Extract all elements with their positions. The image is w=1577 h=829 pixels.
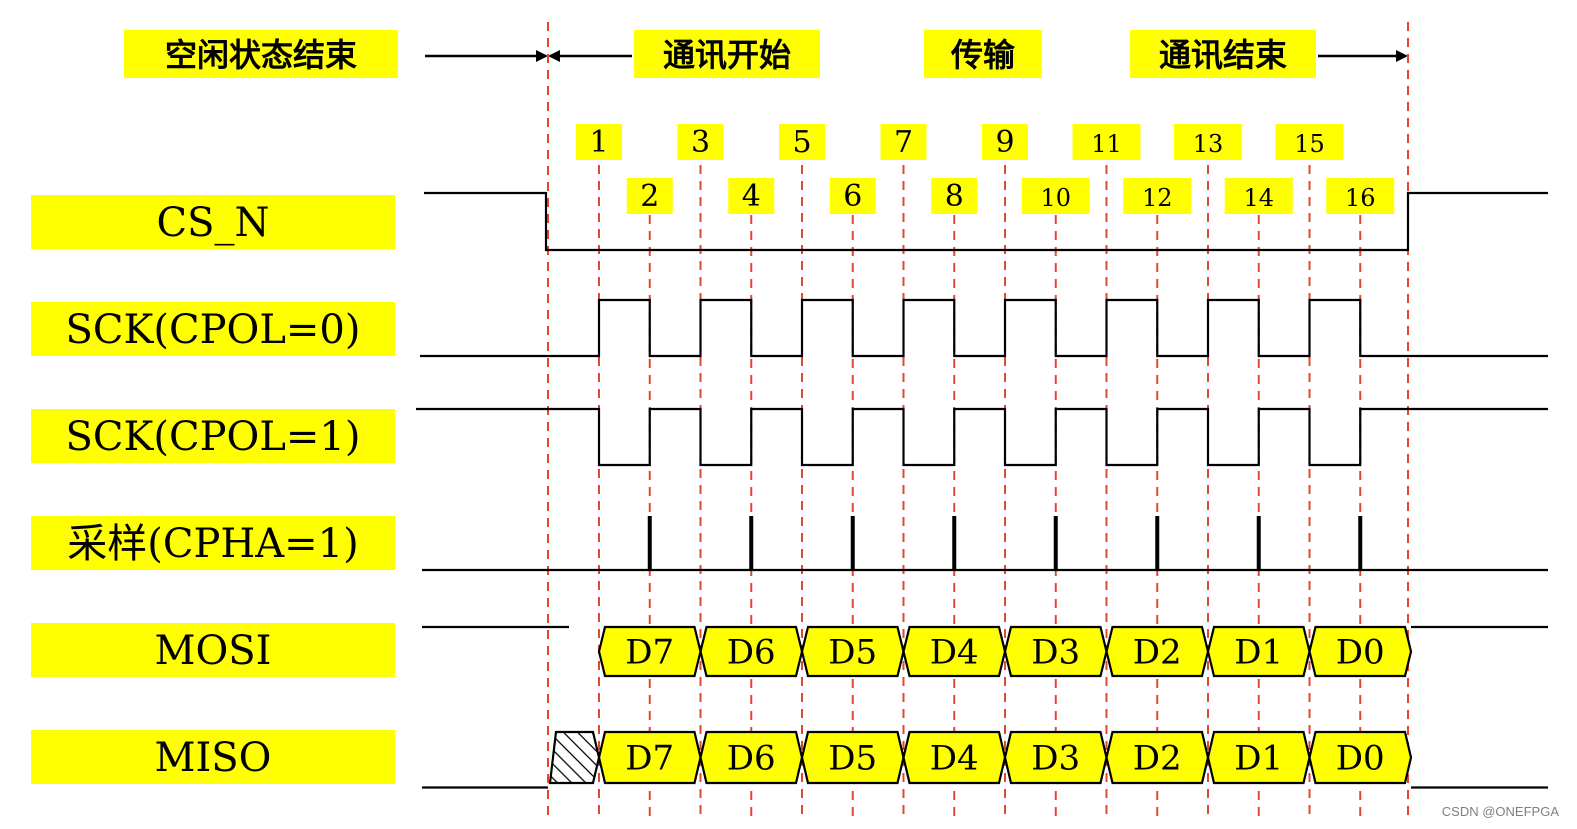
mosi-bit-label: D5 xyxy=(828,633,877,673)
edge-label-1: 1 xyxy=(589,125,608,160)
sck-cpol1-waveform xyxy=(416,407,1548,467)
miso-label-bg xyxy=(31,730,395,784)
edge-label-4: 4 xyxy=(742,179,761,214)
mosi-bit-label: D2 xyxy=(1133,633,1182,673)
miso-bit-label: D4 xyxy=(930,739,979,779)
edge-label-10: 10 xyxy=(1040,184,1071,212)
mosi-bit-label: D3 xyxy=(1031,633,1080,673)
sck-cpol0-waveform xyxy=(420,298,1548,358)
transfer-label: 传输 xyxy=(950,36,1016,74)
miso-bit-label: D2 xyxy=(1133,739,1182,779)
edge-label-bg-10 xyxy=(1021,178,1090,214)
sample-label-bg xyxy=(31,516,395,570)
miso-bit-label: D3 xyxy=(1031,739,1080,779)
guide-lines xyxy=(547,22,1409,820)
comm-start-label: 通讯开始 xyxy=(663,36,791,74)
edge-label-bg-3 xyxy=(677,124,724,160)
sample-label: 采样(CPHA=1) xyxy=(67,521,358,567)
edge-label-5: 5 xyxy=(792,125,811,160)
miso-bit-label: D0 xyxy=(1336,739,1385,779)
mosi-bit-label: D7 xyxy=(625,633,674,673)
comm-start-label-bg xyxy=(634,30,820,78)
edge-label-bg-16 xyxy=(1326,178,1395,214)
edge-label-8: 8 xyxy=(945,179,964,214)
edge-label-bg-2 xyxy=(626,178,673,214)
sck-cpol0-label: SCK(CPOL=0) xyxy=(66,307,361,353)
miso-bit-label: D6 xyxy=(727,739,776,779)
miso-label: MISO xyxy=(155,735,272,781)
comm-end-label: 通讯结束 xyxy=(1159,36,1287,74)
mosi-bit-label: D0 xyxy=(1336,633,1385,673)
mosi-bus: D7 D6 D5 D4 D3 D2 D1 D0 xyxy=(422,625,1548,678)
edge-label-bg-15 xyxy=(1275,124,1344,160)
edge-label-11: 11 xyxy=(1091,130,1122,158)
edge-label-bg-12 xyxy=(1123,178,1192,214)
watermark: CSDN @ONEFPGA xyxy=(1441,804,1559,819)
signal-labels: CS_N SCK(CPOL=0) SCK(CPOL=1) 采样(CPHA=1) … xyxy=(31,195,395,784)
edge-label-bg-7 xyxy=(880,124,927,160)
mosi-label-bg xyxy=(31,623,395,677)
edge-label-13: 13 xyxy=(1193,130,1224,158)
cs-n-label-bg xyxy=(31,195,395,249)
edge-label-bg-11 xyxy=(1072,124,1141,160)
edge-label-12: 12 xyxy=(1142,184,1173,212)
edge-label-16: 16 xyxy=(1345,184,1376,212)
edge-label-bg-1 xyxy=(576,124,622,160)
miso-bit-label: D1 xyxy=(1234,739,1283,779)
edge-label-bg-4 xyxy=(728,178,775,214)
edge-label-3: 3 xyxy=(691,125,710,160)
edge-label-7: 7 xyxy=(894,125,913,160)
miso-undefined-region xyxy=(548,730,601,785)
edge-label-bg-9 xyxy=(982,124,1028,160)
idle-end-label-bg xyxy=(124,30,398,78)
comm-end-label-bg xyxy=(1130,30,1316,78)
cs-n-label: CS_N xyxy=(156,200,269,246)
miso-bit-label: D7 xyxy=(625,739,674,779)
sck-cpol1-label: SCK(CPOL=1) xyxy=(66,414,361,460)
edge-label-14: 14 xyxy=(1243,184,1274,212)
edge-label-2: 2 xyxy=(640,179,659,214)
edge-label-bg-8 xyxy=(931,178,978,214)
edge-label-bg-5 xyxy=(779,124,825,160)
edge-label-bg-6 xyxy=(829,178,876,214)
mosi-bit-label: D4 xyxy=(930,633,979,673)
mosi-cell-7 xyxy=(1308,625,1413,678)
mosi-bit-label: D1 xyxy=(1234,633,1283,673)
edge-label-15: 15 xyxy=(1294,130,1325,158)
sck-cpol1-label-bg xyxy=(31,409,395,463)
miso-cell-7 xyxy=(1308,730,1413,785)
transfer-label-bg xyxy=(924,30,1042,78)
mosi-label: MOSI xyxy=(155,628,272,674)
header: 空闲状态结束 通讯开始 传输 通讯结束 xyxy=(124,30,1408,78)
edge-label-6: 6 xyxy=(843,179,862,214)
cs-n-waveform xyxy=(424,191,1548,252)
edge-label-9: 9 xyxy=(995,125,1014,160)
miso-bit-label: D5 xyxy=(828,739,877,779)
sck-cpol0-label-bg xyxy=(31,302,395,356)
edge-label-bg-14 xyxy=(1224,178,1293,214)
idle-end-label: 空闲状态结束 xyxy=(165,36,357,74)
miso-bus: D7 D6 D5 D4 D3 D2 D1 D0 xyxy=(422,730,1548,789)
mosi-bit-label: D6 xyxy=(727,633,776,673)
edge-label-bg-13 xyxy=(1174,124,1242,160)
